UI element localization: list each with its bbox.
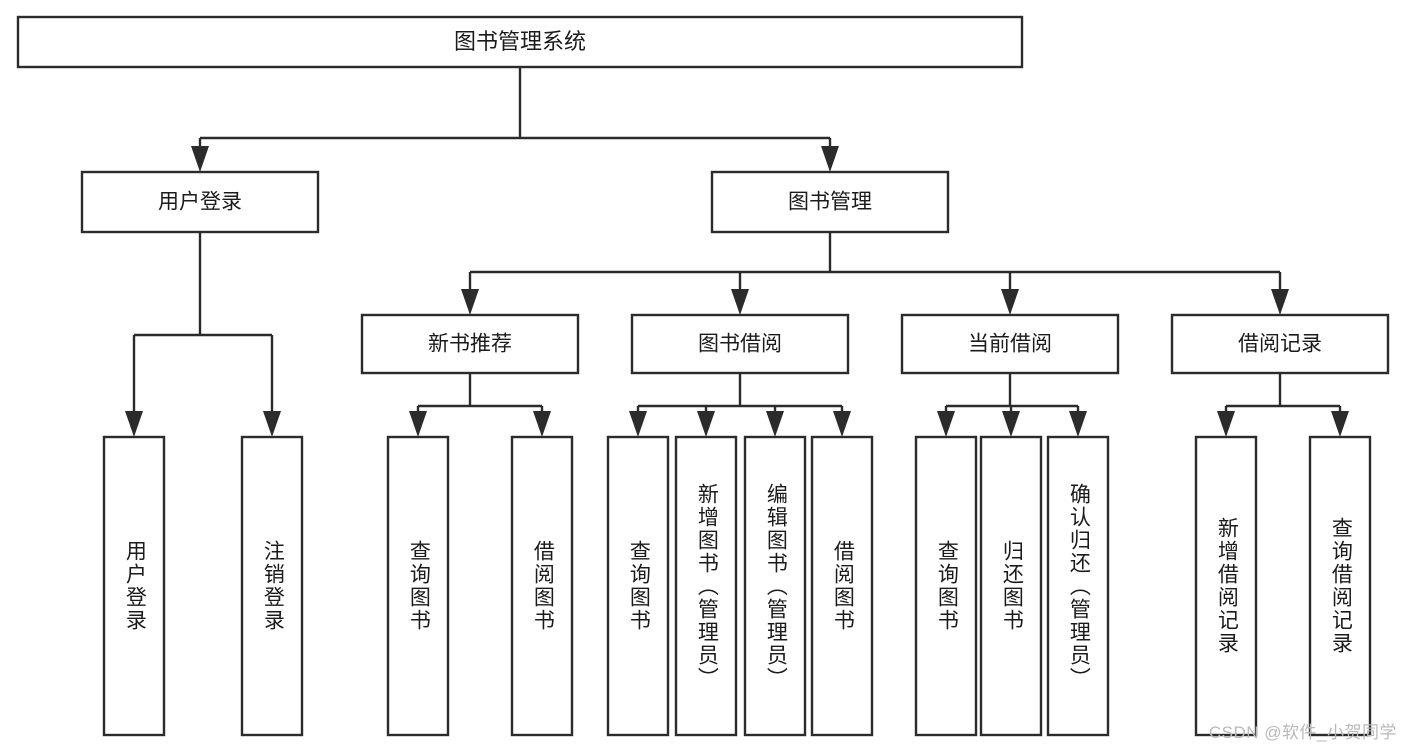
node-box[interactable] bbox=[102, 435, 166, 737]
connector-user-login-to-leaves bbox=[125, 232, 281, 437]
node-book-borrow[interactable]: 图书借阅 bbox=[630, 313, 850, 375]
node-leaf-logout[interactable] bbox=[240, 435, 304, 737]
node-box[interactable] bbox=[360, 313, 580, 375]
node-leaf-edit-book-admin[interactable] bbox=[743, 435, 807, 737]
arrow-head-icon bbox=[409, 411, 427, 437]
node-user-login[interactable]: 用户登录 bbox=[80, 170, 320, 234]
node-leaf-borrow-book-recommend[interactable] bbox=[510, 435, 574, 737]
connector-book-borrow-to-leaves bbox=[629, 373, 851, 437]
node-label: 借阅记录 bbox=[1238, 333, 1322, 356]
node-box[interactable] bbox=[900, 313, 1120, 375]
node-leaf-confirm-return-admin[interactable] bbox=[1046, 435, 1110, 737]
node-leaf-query-book-recommend[interactable] bbox=[386, 435, 450, 737]
watermark: CSDN @软件_小贺同学 bbox=[1208, 723, 1397, 742]
arrow-head-icon bbox=[461, 289, 479, 315]
node-current-borrow[interactable]: 当前借阅 bbox=[900, 313, 1120, 375]
arrow-head-icon bbox=[766, 411, 784, 437]
node-leaf-borrow-book-hit[interactable] bbox=[812, 437, 872, 735]
node-box[interactable] bbox=[710, 170, 950, 234]
node-leaf-query-book-borrow[interactable] bbox=[606, 435, 670, 737]
node-leaf-add-borrow-record[interactable] bbox=[1194, 435, 1258, 737]
node-leaf-query-book-current[interactable] bbox=[914, 435, 978, 737]
node-new-book-recommend[interactable]: 新书推荐 bbox=[360, 313, 580, 375]
node-label: 图书管理系统 bbox=[454, 29, 586, 54]
arrow-head-icon bbox=[533, 411, 551, 437]
node-box[interactable] bbox=[979, 435, 1043, 737]
node-box[interactable] bbox=[240, 435, 304, 737]
connector-borrow-record-to-leaves bbox=[1217, 373, 1349, 437]
node-leaf-query-book-recommend-hit[interactable] bbox=[388, 437, 448, 735]
node-leaf-query-borrow-record[interactable] bbox=[1308, 435, 1372, 737]
node-box[interactable] bbox=[606, 435, 670, 737]
node-book-management[interactable]: 图书管理 bbox=[710, 170, 950, 234]
connector-root-to-level2 bbox=[191, 67, 839, 172]
node-leaf-borrow-book[interactable] bbox=[810, 435, 874, 737]
node-root[interactable]: 图书管理系统 bbox=[16, 15, 1024, 69]
node-label: 用户登录 bbox=[158, 191, 242, 214]
node-leaf-add-book-admin-hit[interactable] bbox=[676, 437, 736, 735]
node-leaf-add-borrow-record-hit[interactable] bbox=[1196, 437, 1256, 735]
node-leaf-query-book-current-hit[interactable] bbox=[916, 437, 976, 735]
arrow-head-icon bbox=[191, 146, 209, 172]
arrow-head-icon bbox=[821, 146, 839, 172]
connectors-layer bbox=[125, 67, 1349, 437]
node-box[interactable] bbox=[743, 435, 807, 737]
node-box[interactable] bbox=[80, 170, 320, 234]
node-label: 当前借阅 bbox=[968, 333, 1052, 356]
node-box[interactable] bbox=[914, 435, 978, 737]
connector-book-management-to-level3 bbox=[461, 232, 1289, 315]
node-borrow-record[interactable]: 借阅记录 bbox=[1170, 313, 1390, 375]
node-leaf-confirm-return-admin-hit[interactable] bbox=[1048, 437, 1108, 735]
node-leaf-borrow-book-recommend-hit[interactable] bbox=[512, 437, 572, 735]
connector-current-borrow-to-leaves bbox=[937, 373, 1087, 437]
node-box[interactable] bbox=[674, 435, 738, 737]
node-box[interactable] bbox=[1308, 435, 1372, 737]
node-leaf-query-borrow-record-hit[interactable] bbox=[1310, 437, 1370, 735]
node-leaf-return-book[interactable] bbox=[979, 435, 1043, 737]
node-label: 图书管理 bbox=[788, 191, 872, 214]
arrow-head-icon bbox=[629, 411, 647, 437]
connector-new-book-recommend-to-leaves bbox=[409, 373, 551, 437]
node-box[interactable] bbox=[810, 435, 874, 737]
arrow-head-icon bbox=[125, 411, 143, 437]
node-leaf-edit-book-admin-hit[interactable] bbox=[745, 437, 805, 735]
node-leaf-return-book-hit[interactable] bbox=[981, 437, 1041, 735]
node-box[interactable] bbox=[16, 15, 1024, 69]
node-box[interactable] bbox=[1194, 435, 1258, 737]
arrow-head-icon bbox=[1331, 411, 1349, 437]
arrow-head-icon bbox=[1271, 289, 1289, 315]
arrow-head-icon bbox=[1069, 411, 1087, 437]
arrow-head-icon bbox=[263, 411, 281, 437]
arrow-head-icon bbox=[1217, 411, 1235, 437]
node-box[interactable] bbox=[1046, 435, 1110, 737]
node-box[interactable] bbox=[510, 435, 574, 737]
node-box[interactable] bbox=[386, 435, 450, 737]
node-box[interactable] bbox=[1170, 313, 1390, 375]
node-leaf-query-book-borrow-hit[interactable] bbox=[608, 437, 668, 735]
arrow-head-icon bbox=[697, 411, 715, 437]
node-leaf-user-login[interactable] bbox=[102, 435, 166, 737]
arrow-head-icon bbox=[937, 411, 955, 437]
node-leaf-user-login-hit[interactable] bbox=[104, 437, 164, 735]
arrow-head-icon bbox=[731, 289, 749, 315]
node-label: 图书借阅 bbox=[698, 333, 782, 356]
node-box[interactable] bbox=[630, 313, 850, 375]
arrow-head-icon bbox=[833, 411, 851, 437]
arrow-head-icon bbox=[1001, 289, 1019, 315]
node-leaf-add-book-admin[interactable] bbox=[674, 435, 738, 737]
node-leaf-logout-hit[interactable] bbox=[242, 437, 302, 735]
node-label: 新书推荐 bbox=[428, 333, 512, 356]
arrow-head-icon bbox=[1002, 411, 1020, 437]
